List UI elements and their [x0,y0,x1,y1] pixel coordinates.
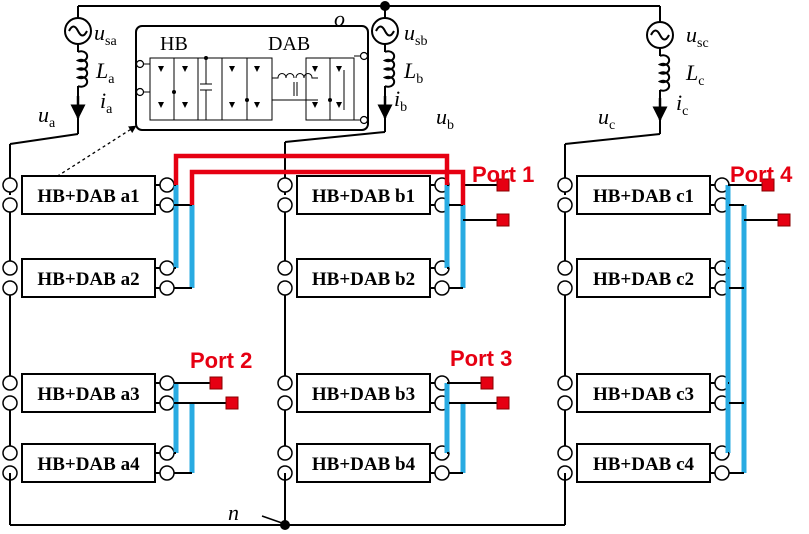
inset-hb-label: HB [160,33,188,55]
a2-dc-terminal-top [159,260,175,276]
port-2-label: Port 2 [190,348,252,373]
label-usb: usb [404,20,427,49]
module-b2 [296,258,431,298]
label-ua: ua [38,102,56,131]
b3-ac-terminal-top [277,375,293,391]
label-o: o [334,6,345,31]
module-c3 [576,373,711,413]
inductor-b-icon [382,50,396,88]
a4-dc-terminal-top [159,445,175,461]
label-ic: ic [676,90,688,119]
port-1-terminal-pos [496,178,510,192]
a2-ac-terminal-bottom [2,280,18,296]
neutral-n-dot [280,520,290,530]
c3-ac-terminal-top [557,375,573,391]
c4-ac-terminal-top [557,445,573,461]
port-4-terminal-pos [761,178,775,192]
port-1-terminal-neg [496,213,510,227]
module-a2 [21,258,156,298]
a4-ac-terminal-top [2,445,18,461]
module-a4 [21,443,156,483]
b4-ac-terminal-top [277,445,293,461]
port-2-terminal-neg [225,396,239,410]
ac-source-b-icon [371,17,399,45]
c3-ac-terminal-bottom [557,395,573,411]
b1-ac-terminal-top [277,177,293,193]
module-b4 [296,443,431,483]
module-a1 [21,175,156,215]
module-c1 [576,175,711,215]
a1-ac-terminal-bottom [2,197,18,213]
label-usa: usa [94,20,117,49]
module-b3 [296,373,431,413]
module-c1-label: HB+DAB c1 [593,186,694,207]
inset-dab-label: DAB [268,33,310,55]
inductor-c-icon [657,54,671,92]
module-c4 [576,443,711,483]
c2-ac-terminal-top [557,260,573,276]
b2-ac-terminal-bottom [277,280,293,296]
module-b1-label: HB+DAB b1 [312,186,415,207]
c2-ac-terminal-bottom [557,280,573,296]
port-3-terminal-pos [480,376,494,390]
inset-schematic: HB DAB [135,25,369,131]
a1-dc-terminal-top [159,177,175,193]
inductor-a-icon [75,50,89,88]
module-c4-label: HB+DAB c4 [593,454,695,475]
label-uc: uc [598,104,615,133]
port-3-terminal-neg [496,396,510,410]
module-b2-label: HB+DAB b2 [312,269,415,290]
label-usc: usc [686,22,709,51]
module-a4-label: HB+DAB a4 [37,454,140,475]
module-a3 [21,373,156,413]
port-4-label: Port 4 [730,162,793,187]
a1-dc-terminal-bottom [159,197,175,213]
modules-layer: HB+DAB a1 HB+DAB a2 HB+DAB a3 HB+DAB a4 HB+D… [2,153,791,483]
b2-ac-terminal-top [277,260,293,276]
label-Lb: Lb [403,58,423,87]
port-4-terminal-neg [777,213,791,227]
label-La: La [95,58,115,87]
module-c2 [576,258,711,298]
label-n: n [228,500,239,525]
a2-ac-terminal-top [2,260,18,276]
label-ub: ub [436,104,454,133]
port-1-link-neg [189,169,466,205]
label-Lc: Lc [685,60,704,89]
a3-ac-terminal-top [2,375,18,391]
b3-ac-terminal-bottom [277,395,293,411]
module-b3-label: HB+DAB b3 [312,384,415,405]
module-c3-label: HB+DAB c3 [593,384,694,405]
b2-dc-terminal-bottom [434,280,450,296]
label-ia: ia [100,88,113,117]
module-b4-label: HB+DAB b4 [312,454,416,475]
port-1-label: Port 1 [472,162,534,187]
a4-dc-terminal-bottom [159,465,175,481]
port-3-label: Port 3 [450,346,512,371]
c1-ac-terminal-top [557,177,573,193]
a3-dc-terminal-top [159,375,175,391]
module-a2-label: HB+DAB a2 [37,269,139,290]
module-a1-label: HB+DAB a1 [37,186,139,207]
c1-ac-terminal-bottom [557,197,573,213]
a2-dc-terminal-bottom [159,280,175,296]
a3-ac-terminal-bottom [2,395,18,411]
c4-dc-terminal-bottom [714,465,730,481]
label-ib: ib [394,86,407,115]
port-2-terminal-pos [209,376,223,390]
b4-dc-terminal-bottom [434,465,450,481]
a1-ac-terminal-top [2,177,18,193]
module-c2-label: HB+DAB c2 [593,269,694,290]
b1-ac-terminal-bottom [277,197,293,213]
a3-dc-terminal-bottom [159,395,175,411]
neutral-n-leader [261,515,283,524]
neutral-o-dot [380,1,390,11]
ac-source-c-icon [646,21,674,49]
module-a3-label: HB+DAB a3 [37,384,139,405]
ac-source-a-icon [64,17,92,45]
module-b1 [296,175,431,215]
